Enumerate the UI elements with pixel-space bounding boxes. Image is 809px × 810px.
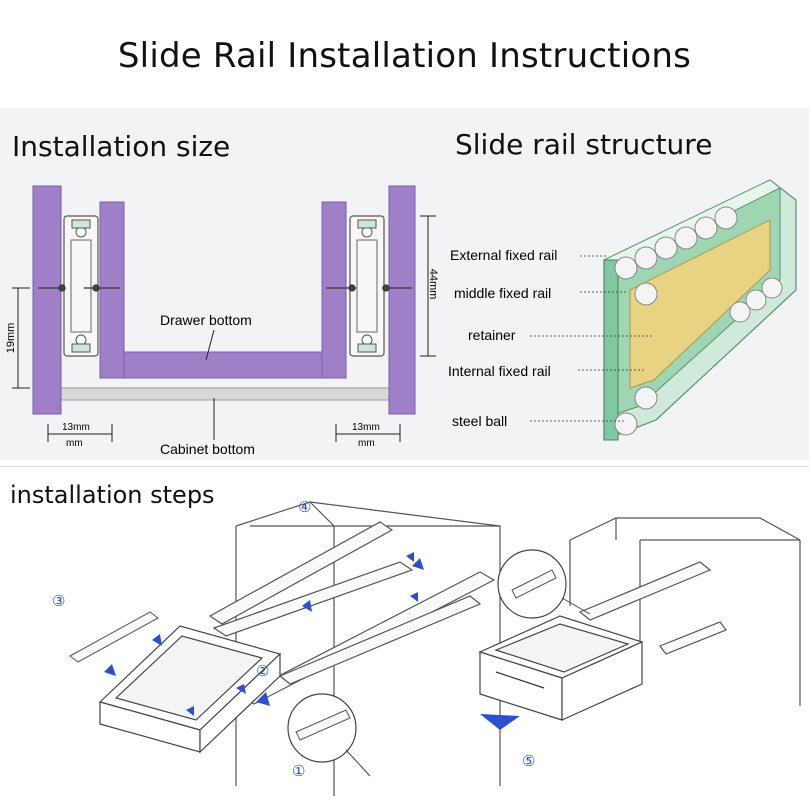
drawer-bottom-label: Drawer bottom [160, 312, 252, 328]
left-cabinet-panel [32, 185, 62, 415]
detail-rail [295, 709, 351, 741]
drawer-box-left [98, 625, 282, 754]
drawer-bottom-arrow [205, 329, 215, 361]
cabinet-frame-right [569, 517, 801, 706]
height-dimension [12, 287, 30, 389]
label-retainer: retainer [468, 327, 516, 343]
right-gap-label-b: mm [358, 438, 375, 449]
right-gap-dimension [335, 424, 401, 442]
rail-upper [208, 521, 414, 637]
left-rail [63, 215, 99, 357]
drawer-bottom-board [123, 351, 323, 379]
label-external-fixed-rail: External fixed rail [450, 247, 557, 263]
bottom-panel [0, 466, 809, 810]
right-rail [349, 215, 385, 357]
drawer-left-wall [99, 201, 125, 379]
drawer-box-right [478, 615, 644, 721]
right-gap-label-a: 13mm [352, 422, 380, 433]
drawer-side-rail [69, 611, 159, 663]
installation-steps-diagram: ① ② ③ ④ ⑤ [52, 499, 801, 796]
slide-rail-structure-heading: Slide rail structure [455, 128, 713, 161]
right-cabinet-panel [388, 185, 416, 415]
left-gap-label-a: 13mm [62, 422, 90, 433]
left-gap-label-b: mm [66, 438, 83, 449]
left-gap-dimension [47, 424, 113, 442]
label-steel-ball: steel ball [452, 413, 507, 429]
label-internal-fixed-rail: Internal fixed rail [448, 363, 551, 379]
cabinet-bottom-plate [54, 387, 392, 401]
installation-size-diagram: 19mm 44mm Drawer bottom Cabinet bottom 1… [5, 185, 439, 457]
drawer-right-wall [321, 201, 347, 379]
page-title: Slide Rail Installation Instructions [117, 36, 692, 76]
lower-balls [614, 386, 658, 436]
leader-lines [530, 255, 654, 422]
label-middle-fixed-rail: middle fixed rail [454, 285, 551, 301]
rail-right [578, 561, 727, 655]
step-3-marker: ③ [52, 593, 65, 610]
detail-rail-right [511, 569, 557, 599]
rail-height-label: 44mm [427, 269, 439, 300]
step-1-marker: ① [292, 763, 305, 780]
installation-steps-heading: installation steps [10, 481, 215, 509]
upper-balls [614, 206, 738, 280]
detail-leader [345, 749, 371, 777]
middle-balls [634, 277, 783, 323]
blue-arrows [104, 552, 520, 730]
rail-body [603, 179, 797, 441]
slide-rail-structure-diagram: External fixed rail middle fixed rail re… [448, 179, 797, 441]
rail-height-dimension [420, 215, 436, 357]
screws [38, 284, 412, 292]
cabinet-bottom-label: Cabinet bottom [160, 441, 255, 457]
height-label: 19mm [5, 323, 17, 354]
installation-size-heading: Installation size [12, 130, 231, 163]
step-2-marker: ② [256, 663, 269, 680]
step-5-marker: ⑤ [522, 753, 535, 770]
detail-leader-right [561, 597, 591, 615]
step-4-marker: ④ [298, 499, 311, 516]
